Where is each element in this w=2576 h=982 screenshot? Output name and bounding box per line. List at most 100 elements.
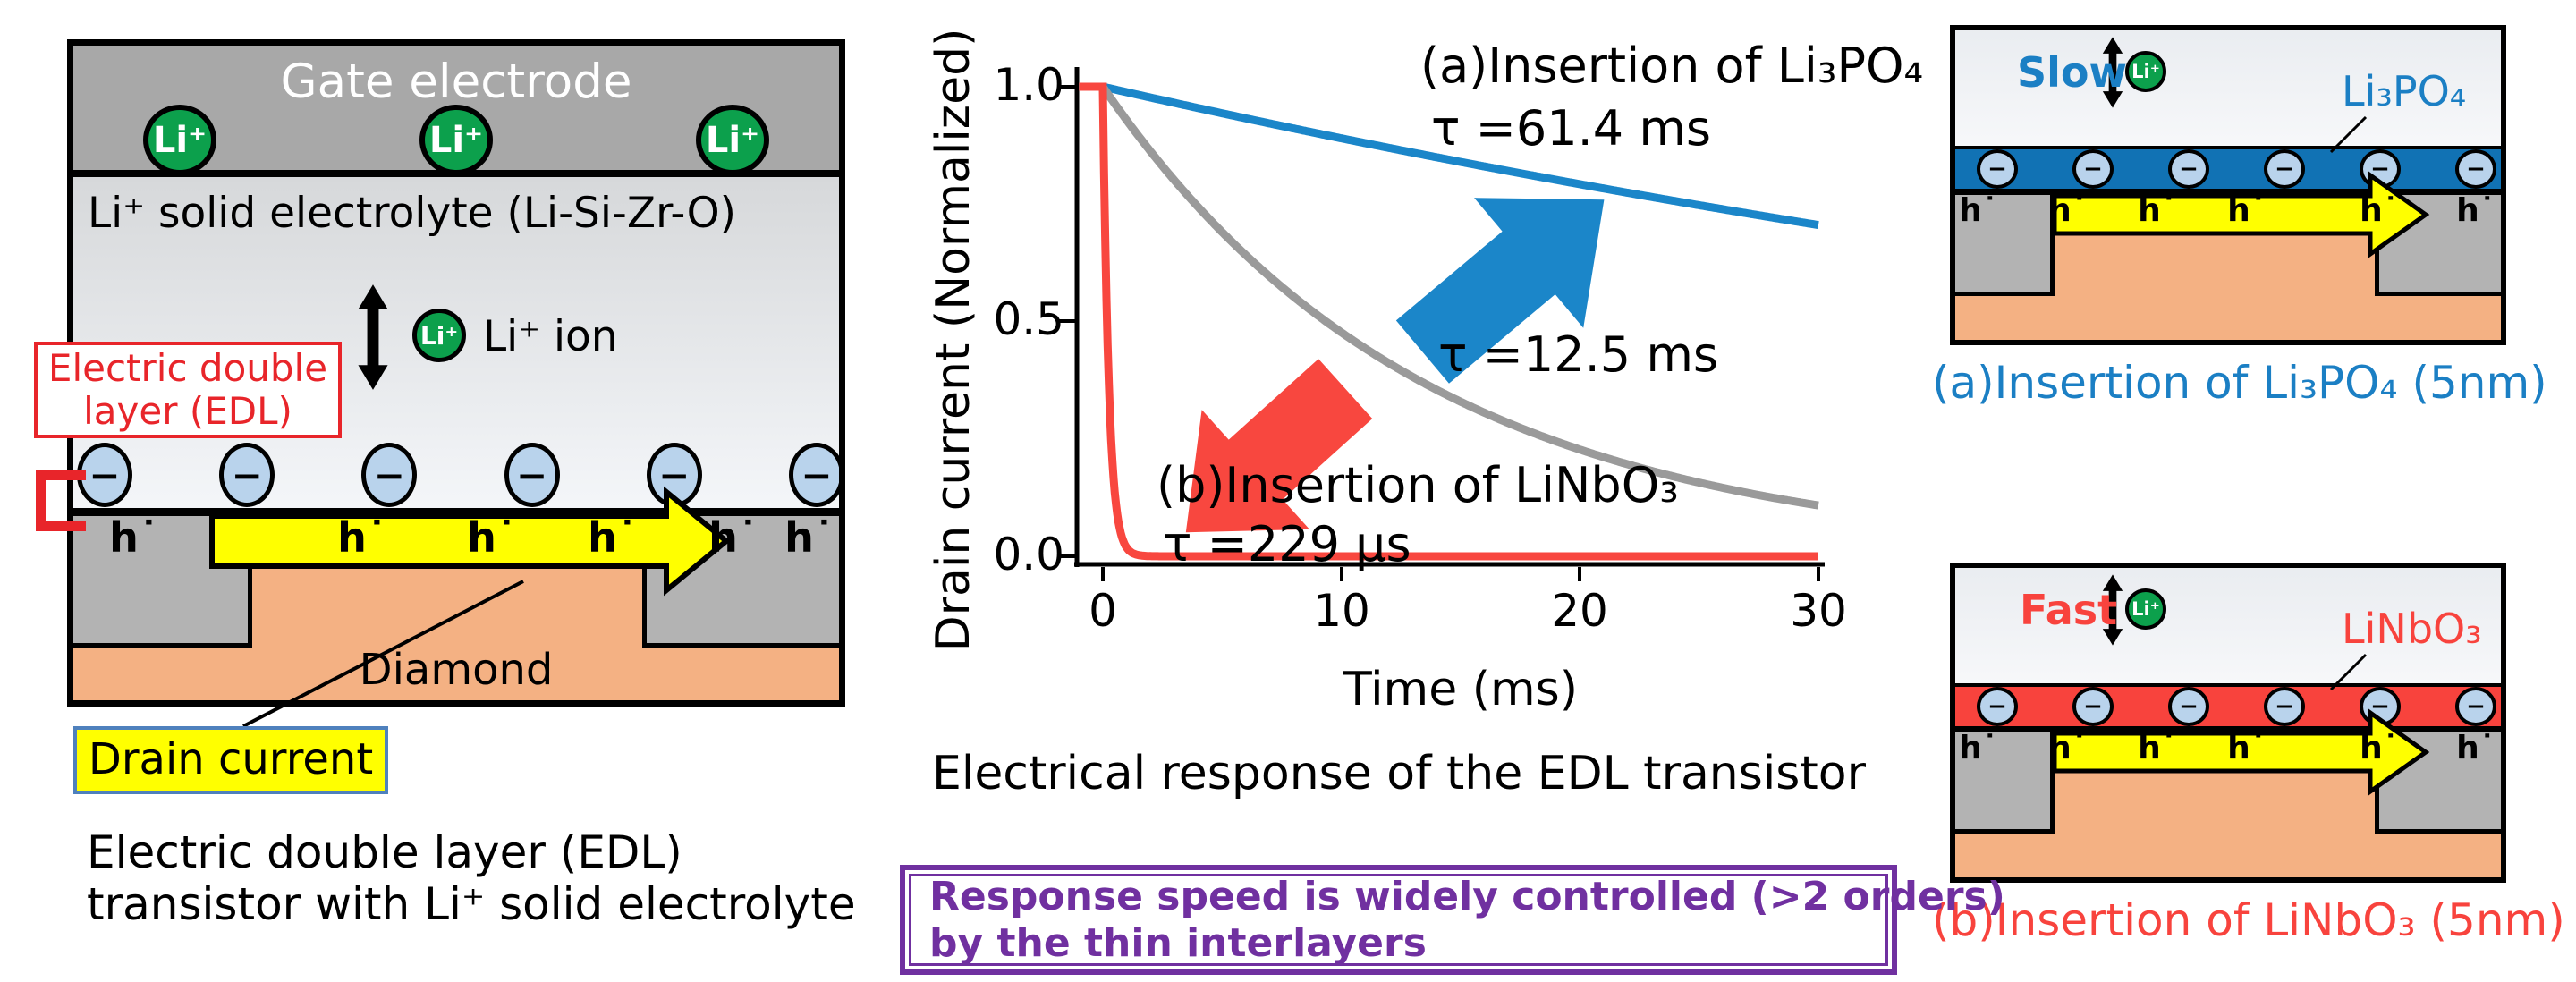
panel-a-interlayer-band	[1950, 146, 2506, 195]
curve-li3po4-interlayer	[1079, 82, 1819, 230]
hole-label: h˙	[2456, 192, 2496, 229]
callout-box: Response speed is widely controlled (>2 …	[900, 865, 2005, 975]
anion-icon: −	[2168, 687, 2209, 726]
y-tick-label-2: 0.5	[993, 293, 1064, 345]
ion-motion-arrow	[358, 284, 388, 390]
panel-b-electrolyte-region	[1950, 563, 2506, 687]
gate-label: Gate electrode	[280, 55, 632, 109]
anion-symbol: −	[231, 453, 263, 497]
panel-b-layer-pointer	[2329, 653, 2368, 691]
anion-symbol: −	[801, 453, 833, 497]
panel-a-anion-row: − − − − − −	[1977, 149, 2496, 189]
panel-a-caption: (a)Insertion of Li₃PO₄ (5nm)	[1932, 357, 2547, 409]
panel-a-li-ion-icon: Li⁺	[2125, 51, 2166, 92]
li-ion-label: Li⁺	[428, 119, 484, 161]
anion-icon: −	[1977, 687, 2018, 726]
edl-callout-box: Electric double layer (EDL)	[34, 342, 342, 438]
panel-a-layer-pointer	[2329, 115, 2368, 154]
anion-icon: −	[2264, 149, 2305, 189]
chart-x-axis-label: Time (ms)	[1343, 663, 1579, 716]
hole-label: h˙	[588, 513, 638, 562]
slow-direction-arrow	[1395, 198, 1605, 384]
x-tick-label-4: 30	[1790, 585, 1847, 637]
anion-symbol: −	[2466, 156, 2486, 182]
anion-icon: −	[504, 443, 560, 507]
panel-a-source-electrode	[1950, 195, 2055, 296]
panel-b-interlayer-band	[1950, 683, 2506, 732]
drain-pointer-line	[242, 580, 524, 728]
anion-symbol: −	[373, 453, 405, 497]
edl-callout-line2: layer (EDL)	[83, 389, 292, 433]
hole-label: h˙	[2138, 192, 2177, 229]
series-b-label: (b)Insertion of LiNbO₃	[1157, 457, 1679, 513]
x-tick-label-3: 20	[1551, 585, 1608, 637]
panel-a-outline	[1950, 25, 2506, 345]
panel-b-layer-label: LiNbO₃	[2342, 605, 2482, 653]
panel-b-source-electrode	[1950, 732, 2055, 834]
panel-a-electrolyte-region	[1950, 25, 2506, 149]
left-caption-line2: transistor with Li⁺ solid electrolyte	[87, 878, 856, 930]
x-tick-label-1: 0	[1089, 585, 1117, 637]
panel-b-speed-label: Fast	[2020, 586, 2118, 634]
anion-symbol: −	[1987, 156, 2007, 182]
panel-a-li-ion-label: Li⁺	[2131, 61, 2160, 82]
callout-line2: by the thin interlayers	[929, 919, 1427, 966]
electrolyte-label: Li⁺ solid electrolyte (Li-Si-Zr-O)	[88, 189, 736, 238]
panel-b-outline	[1950, 563, 2506, 883]
anion-icon: −	[646, 443, 702, 507]
gate-ion-row: Li⁺ Li⁺ Li⁺	[143, 105, 769, 175]
series-b-tau-label: τ =229 μs	[1163, 516, 1411, 572]
anion-symbol: −	[2370, 693, 2390, 720]
hole-label: h˙	[2456, 730, 2496, 766]
hole-label: h˙	[2227, 192, 2267, 229]
anion-icon: −	[2072, 149, 2114, 189]
li-ion-icon: Li⁺	[419, 105, 493, 175]
anion-symbol: −	[515, 453, 548, 497]
y-tick-label-3: 0.0	[993, 529, 1064, 580]
anion-icon: −	[2264, 687, 2305, 726]
anion-symbol: −	[2466, 693, 2486, 720]
anion-icon: −	[2455, 687, 2496, 726]
chart-tick-marks	[1059, 85, 1820, 581]
drain-current-box: Drain current	[73, 726, 388, 794]
series-ref-tau-label: τ =12.5 ms	[1438, 326, 1719, 383]
hole-label: h˙	[2227, 730, 2267, 766]
left-caption-line1: Electric double layer (EDL)	[87, 826, 682, 878]
x-tick-label-2: 10	[1313, 585, 1370, 637]
anion-symbol: −	[2083, 156, 2103, 182]
anion-symbol: −	[2179, 156, 2199, 182]
series-a-label: (a)Insertion of Li₃PO₄	[1420, 38, 1924, 94]
chart-y-axis-label: Drain current (Normalized)	[927, 28, 980, 652]
anion-icon: −	[2168, 149, 2209, 189]
anion-symbol: −	[2370, 156, 2390, 182]
panel-b-li-ion-icon: Li⁺	[2125, 588, 2166, 630]
panel-a-ion-motion-arrow	[2102, 37, 2123, 108]
chart-curves	[1079, 82, 1819, 561]
mobile-li-ion-icon: Li⁺	[412, 309, 466, 362]
callout-box-inner: Response speed is widely controlled (>2 …	[909, 873, 2005, 966]
hole-label: h˙	[1959, 730, 1998, 766]
hole-label: h˙	[109, 513, 159, 562]
panel-a-drain-arrow	[2052, 171, 2430, 258]
panel-b-li-ion-label: Li⁺	[2131, 598, 2160, 620]
callout-line1: Response speed is widely controlled (>2 …	[929, 873, 2005, 919]
diamond-label: Diamond	[359, 645, 554, 695]
anion-symbol: −	[2179, 693, 2199, 720]
drain-current-label: Drain current	[88, 734, 374, 785]
hole-label: h˙	[2048, 730, 2088, 766]
li-ion-icon: Li⁺	[696, 105, 769, 175]
panel-a-layer-label: Li₃PO₄	[2342, 67, 2467, 115]
li-ion-icon: Li⁺	[143, 105, 216, 175]
anion-symbol: −	[2275, 156, 2294, 182]
series-a-tau-label: τ =61.4 ms	[1431, 100, 1712, 157]
anion-symbol: −	[2275, 693, 2294, 720]
y-tick-label-1: 1.0	[993, 59, 1064, 111]
hole-label: h˙	[708, 513, 758, 562]
chart-caption: Electrical response of the EDL transisto…	[932, 747, 1866, 800]
hole-label: h˙	[467, 513, 517, 562]
anion-icon: −	[2072, 687, 2114, 726]
edl-boundary-line	[67, 508, 845, 516]
edl-bracket-icon	[36, 470, 86, 531]
